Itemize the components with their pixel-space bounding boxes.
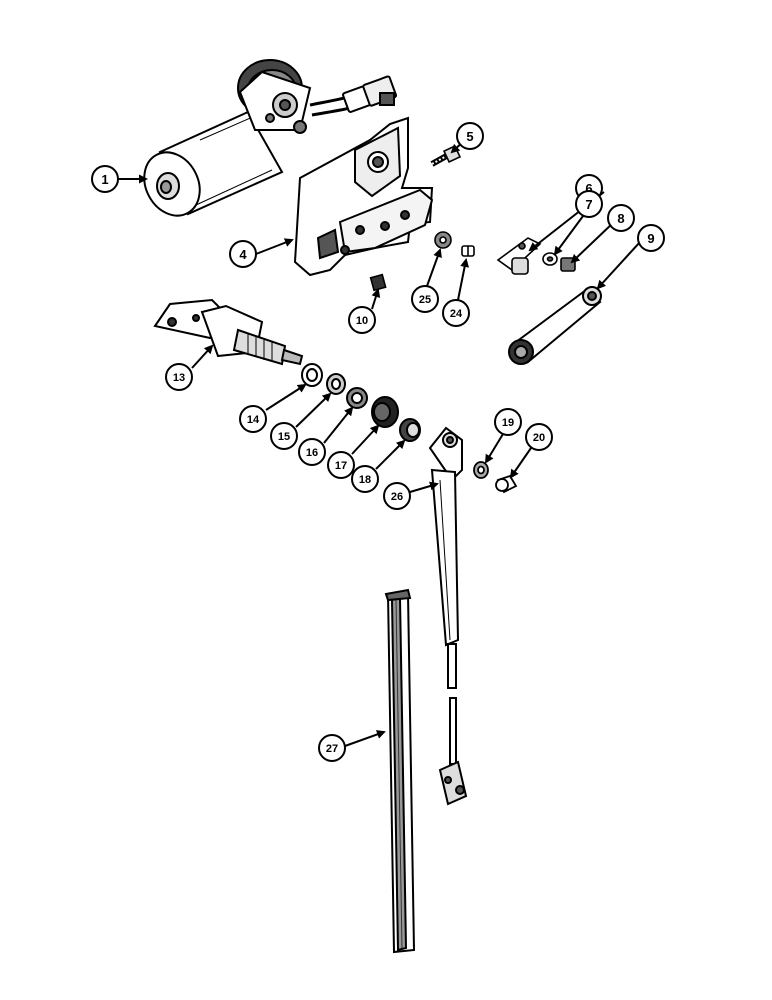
svg-text:24: 24 [450, 308, 463, 320]
link-arm [508, 286, 602, 365]
callout-14: 14 [239, 405, 267, 433]
spindle-hardware [301, 363, 421, 442]
svg-text:19: 19 [502, 417, 514, 429]
svg-text:26: 26 [391, 491, 403, 503]
callout-24: 24 [442, 299, 470, 327]
callout-26: 26 [383, 482, 411, 510]
callout-18: 18 [351, 465, 379, 493]
callout-17: 17 [327, 451, 355, 479]
callout-10: 10 [348, 306, 376, 334]
callout-19: 19 [494, 408, 522, 436]
callout-7: 7 [575, 190, 603, 218]
callout-5: 5 [456, 122, 484, 150]
svg-text:20: 20 [533, 432, 545, 444]
spindle-assembly [153, 298, 304, 366]
svg-text:27: 27 [326, 743, 338, 755]
svg-text:10: 10 [356, 315, 368, 327]
svg-text:8: 8 [617, 211, 624, 226]
callout-8: 8 [607, 204, 635, 232]
callout-15: 15 [270, 422, 298, 450]
svg-text:7: 7 [585, 197, 592, 212]
callout-20: 20 [525, 423, 553, 451]
svg-text:16: 16 [306, 447, 318, 459]
callout-13: 13 [165, 363, 193, 391]
callout-4: 4 [229, 240, 257, 268]
svg-text:25: 25 [419, 294, 431, 306]
wiper-blade [384, 588, 416, 954]
hardware-5-10-24-25 [369, 144, 475, 292]
wiper-motor [143, 59, 398, 217]
callout-27: 27 [318, 734, 346, 762]
svg-text:4: 4 [239, 247, 247, 262]
svg-text:6: 6 [585, 181, 592, 196]
callout-1: 1 [91, 165, 119, 193]
callout-25: 25 [411, 285, 439, 313]
svg-text:15: 15 [278, 431, 290, 443]
mounting-bracket [293, 116, 434, 277]
svg-text:1: 1 [101, 172, 108, 187]
svg-text:18: 18 [359, 474, 371, 486]
svg-text:5: 5 [466, 129, 473, 144]
svg-text:13: 13 [173, 372, 185, 384]
svg-text:17: 17 [335, 460, 347, 472]
svg-text:9: 9 [647, 231, 654, 246]
wiper-arm [428, 426, 468, 806]
svg-text:14: 14 [247, 414, 260, 426]
callout-16: 16 [298, 438, 326, 466]
callout-9: 9 [637, 224, 665, 252]
arm-nut-washer [473, 461, 518, 494]
